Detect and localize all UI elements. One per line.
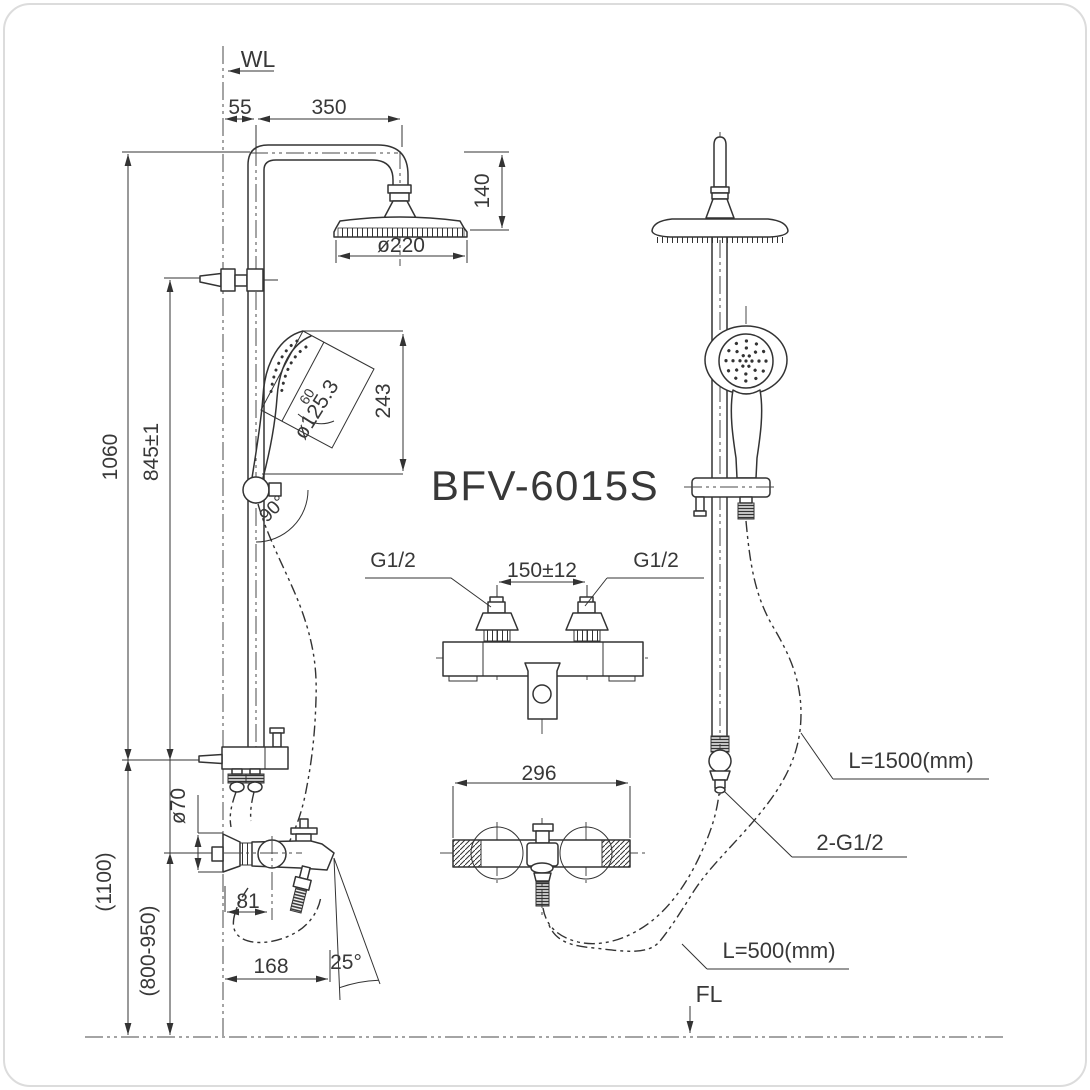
pivot-angle-arc bbox=[255, 489, 309, 543]
hose-1500-leader bbox=[800, 732, 989, 780]
wall-line-label: WL bbox=[241, 46, 276, 72]
hose-500-label: L=500(mm) bbox=[722, 938, 835, 963]
handshower-handle bbox=[730, 389, 763, 479]
dim-800-950: (800-950) bbox=[137, 905, 160, 996]
floor-line-label: FL bbox=[696, 981, 723, 1007]
mixer-valve-top bbox=[452, 823, 631, 907]
hose-connector bbox=[737, 502, 755, 520]
g12-left-label: G1/2 bbox=[370, 549, 416, 572]
bracket-pin bbox=[199, 272, 222, 288]
spout-angle-lines bbox=[333, 857, 381, 1001]
handshower-hose bbox=[257, 503, 317, 857]
dim-296: 296 bbox=[521, 762, 556, 785]
handshower-outline bbox=[251, 330, 304, 479]
ports-leader bbox=[723, 790, 907, 858]
shower-column-inner bbox=[263, 159, 394, 749]
dim-168: 168 bbox=[253, 955, 288, 978]
dim-243: 243 bbox=[372, 383, 395, 418]
inlet-ball-joint bbox=[708, 749, 732, 773]
handshower-detail-box bbox=[260, 330, 375, 449]
spout-diverter bbox=[289, 865, 312, 914]
dim-845: 845±1 bbox=[140, 423, 163, 481]
rain-head-side bbox=[651, 218, 789, 238]
dim-60: 60 bbox=[296, 385, 318, 407]
dim-81: 81 bbox=[236, 890, 259, 913]
model-title: BFV-6015S bbox=[431, 462, 659, 509]
dim-150: 150±12 bbox=[507, 559, 577, 582]
head-cone bbox=[383, 200, 417, 219]
dim-55: 55 bbox=[228, 96, 251, 119]
dim-125-3: ø125.3 bbox=[289, 376, 343, 444]
g12-left-leader bbox=[365, 577, 492, 608]
dim-70: ø70 bbox=[167, 788, 190, 824]
image-border bbox=[3, 3, 1087, 1087]
dim-1060: 1060 bbox=[99, 434, 122, 481]
spray-angle-arc bbox=[297, 413, 335, 425]
shower-column-outer bbox=[247, 144, 409, 749]
hose-500 bbox=[542, 793, 720, 945]
manifold-connector-left bbox=[227, 768, 247, 793]
manifold-body bbox=[221, 746, 289, 770]
bracket-block bbox=[220, 268, 236, 292]
diverter-pivot bbox=[242, 476, 270, 504]
ports-label: 2-G1/2 bbox=[816, 830, 883, 855]
hose-1500-label: L=1500(mm) bbox=[848, 748, 973, 773]
dim-25: 25° bbox=[330, 951, 362, 974]
dim-350: 350 bbox=[311, 96, 346, 119]
rain-head-spray-face bbox=[337, 227, 465, 238]
g12-right-label: G1/2 bbox=[633, 549, 679, 572]
mixer-valve-front bbox=[442, 596, 644, 720]
g12-right-leader bbox=[584, 577, 704, 607]
dim-1100: (1100) bbox=[93, 852, 116, 911]
dim-140: 140 bbox=[471, 173, 494, 208]
manifold-connector-right bbox=[245, 768, 265, 793]
arm-axis bbox=[250, 151, 401, 266]
dim-220: ø220 bbox=[377, 234, 425, 257]
hose-500-leader bbox=[681, 943, 849, 970]
column-top-stub bbox=[713, 136, 727, 188]
